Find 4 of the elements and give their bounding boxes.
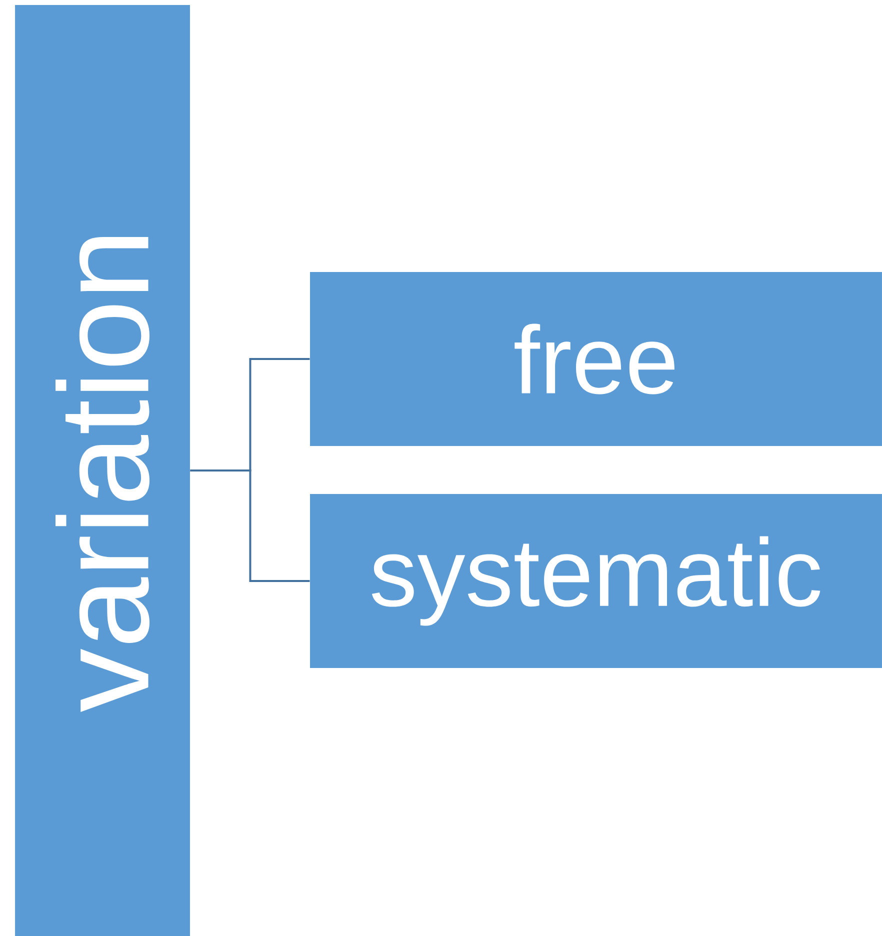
connector xyxy=(190,470,310,582)
process-box: systematic xyxy=(310,494,882,668)
process-box: free xyxy=(310,272,882,446)
process-box: variation xyxy=(15,5,190,936)
